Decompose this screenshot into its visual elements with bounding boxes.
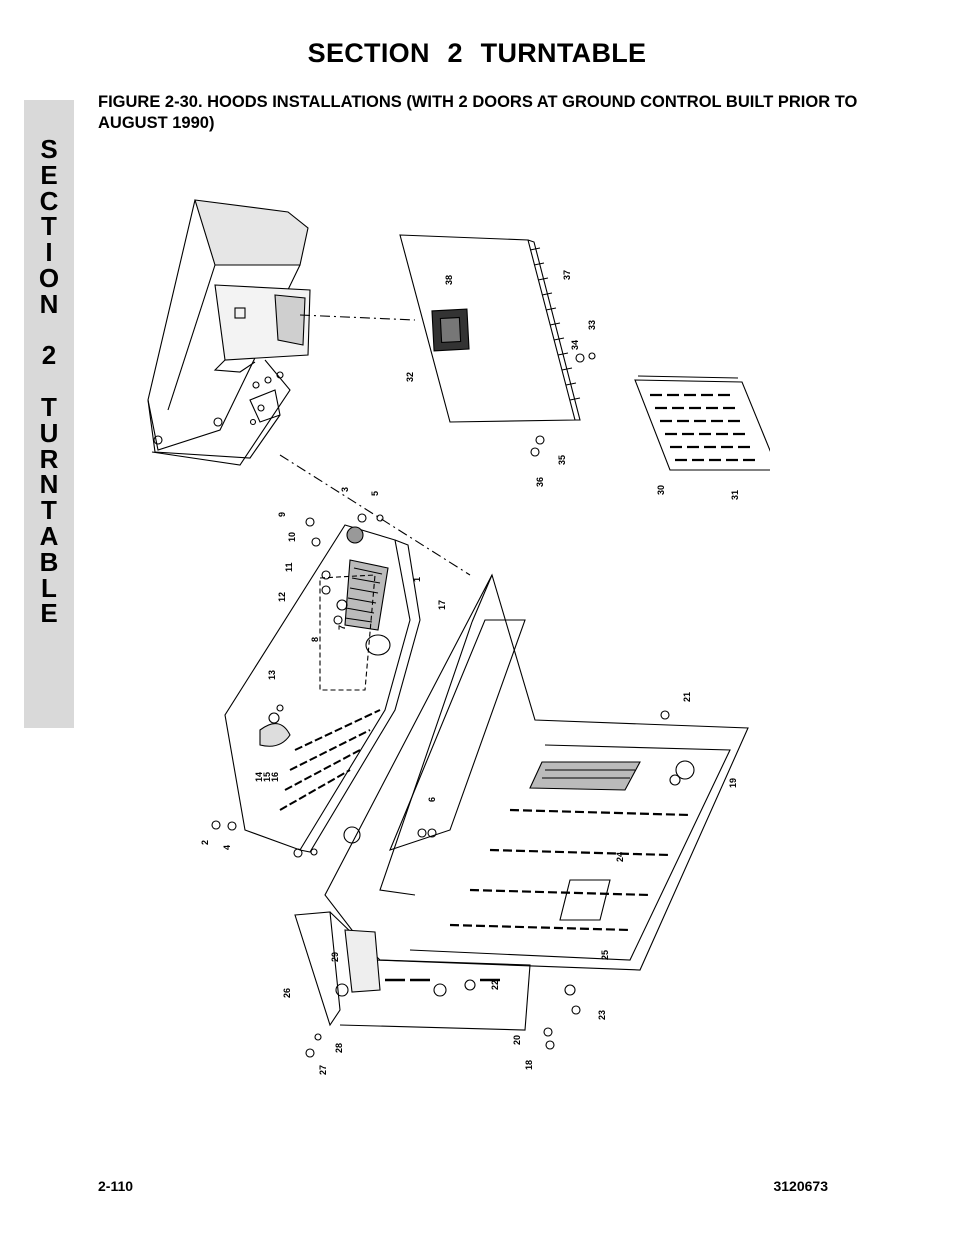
document-number: 3120673 — [773, 1178, 828, 1194]
callout-29: 29 — [330, 952, 340, 962]
callout-4: 4 — [222, 845, 232, 850]
callout-13: 13 — [267, 670, 277, 680]
door-panel-32 — [399, 234, 596, 457]
callout-15: 15 — [262, 772, 272, 782]
callout-2: 2 — [200, 840, 210, 845]
callout-30: 30 — [656, 485, 666, 495]
side-tab-letter: I — [45, 237, 53, 268]
side-tab-letter: S — [40, 134, 58, 164]
side-tab-letter: C — [39, 185, 59, 216]
callout-19: 19 — [728, 778, 738, 788]
side-tab-letter: E — [40, 159, 58, 190]
side-tab-letter: 2 — [41, 340, 57, 371]
callout-9: 9 — [277, 512, 287, 517]
side-tab-letter: T — [41, 211, 57, 242]
callout-6: 6 — [427, 797, 437, 802]
callout-1: 1 — [412, 577, 422, 582]
callout-28: 28 — [334, 1043, 344, 1053]
side-tab-letter: U — [39, 417, 59, 448]
callout-32: 32 — [405, 372, 415, 382]
callout-numbers: 1234567891011121314151617181920212223242… — [200, 270, 740, 1075]
callout-16: 16 — [270, 772, 280, 782]
callout-35: 35 — [557, 455, 567, 465]
side-tab-letter: A — [39, 520, 59, 551]
callout-27: 27 — [318, 1065, 328, 1075]
side-tab-letter: E — [40, 598, 58, 629]
callout-11: 11 — [284, 562, 294, 572]
callout-34: 34 — [570, 340, 580, 350]
callout-20: 20 — [512, 1035, 522, 1045]
page-number: 2-110 — [98, 1178, 134, 1194]
callout-26: 26 — [282, 988, 292, 998]
callout-10: 10 — [287, 532, 297, 542]
callout-17: 17 — [437, 600, 447, 610]
lower-bracket-26 — [294, 911, 531, 1031]
callout-18: 18 — [524, 1060, 534, 1070]
side-tab-letter: O — [38, 262, 60, 293]
callout-25: 25 — [600, 950, 610, 960]
callout-3: 3 — [340, 487, 350, 492]
callout-8: 8 — [310, 637, 320, 642]
side-tab-letter: B — [39, 546, 59, 577]
callout-5: 5 — [370, 491, 380, 496]
diagram-svg: 1234567891011121314151617181920212223242… — [147, 199, 770, 1075]
callout-31: 31 — [730, 490, 740, 500]
callout-37: 37 — [562, 270, 572, 280]
side-tab-letter: N — [39, 469, 59, 500]
hood-assembly-1 — [224, 524, 421, 853]
side-tab-letter: T — [41, 495, 57, 526]
callout-12: 12 — [277, 592, 287, 602]
callout-14: 14 — [254, 772, 264, 782]
callout-23: 23 — [597, 1010, 607, 1020]
vent-plate-30 — [634, 375, 770, 471]
callout-36: 36 — [535, 477, 545, 487]
callout-21: 21 — [682, 692, 692, 702]
callout-38: 38 — [444, 275, 454, 285]
callout-7: 7 — [337, 625, 347, 630]
callout-22: 22 — [490, 980, 500, 990]
side-tab-letter: N — [39, 288, 59, 319]
side-tab-letter: R — [39, 443, 59, 474]
frame-panel-17 — [324, 573, 749, 971]
fasteners — [211, 513, 681, 1058]
section-title: SECTION 2 TURNTABLE — [307, 38, 647, 68]
callout-33: 33 — [587, 320, 597, 330]
side-tab-letter: L — [41, 572, 57, 603]
callout-24: 24 — [615, 852, 625, 862]
figure-title: FIGURE 2-30. HOODS INSTALLATIONS (WITH 2… — [98, 93, 858, 132]
side-tab-letter: T — [41, 391, 57, 422]
control-box-assembly — [147, 199, 311, 466]
